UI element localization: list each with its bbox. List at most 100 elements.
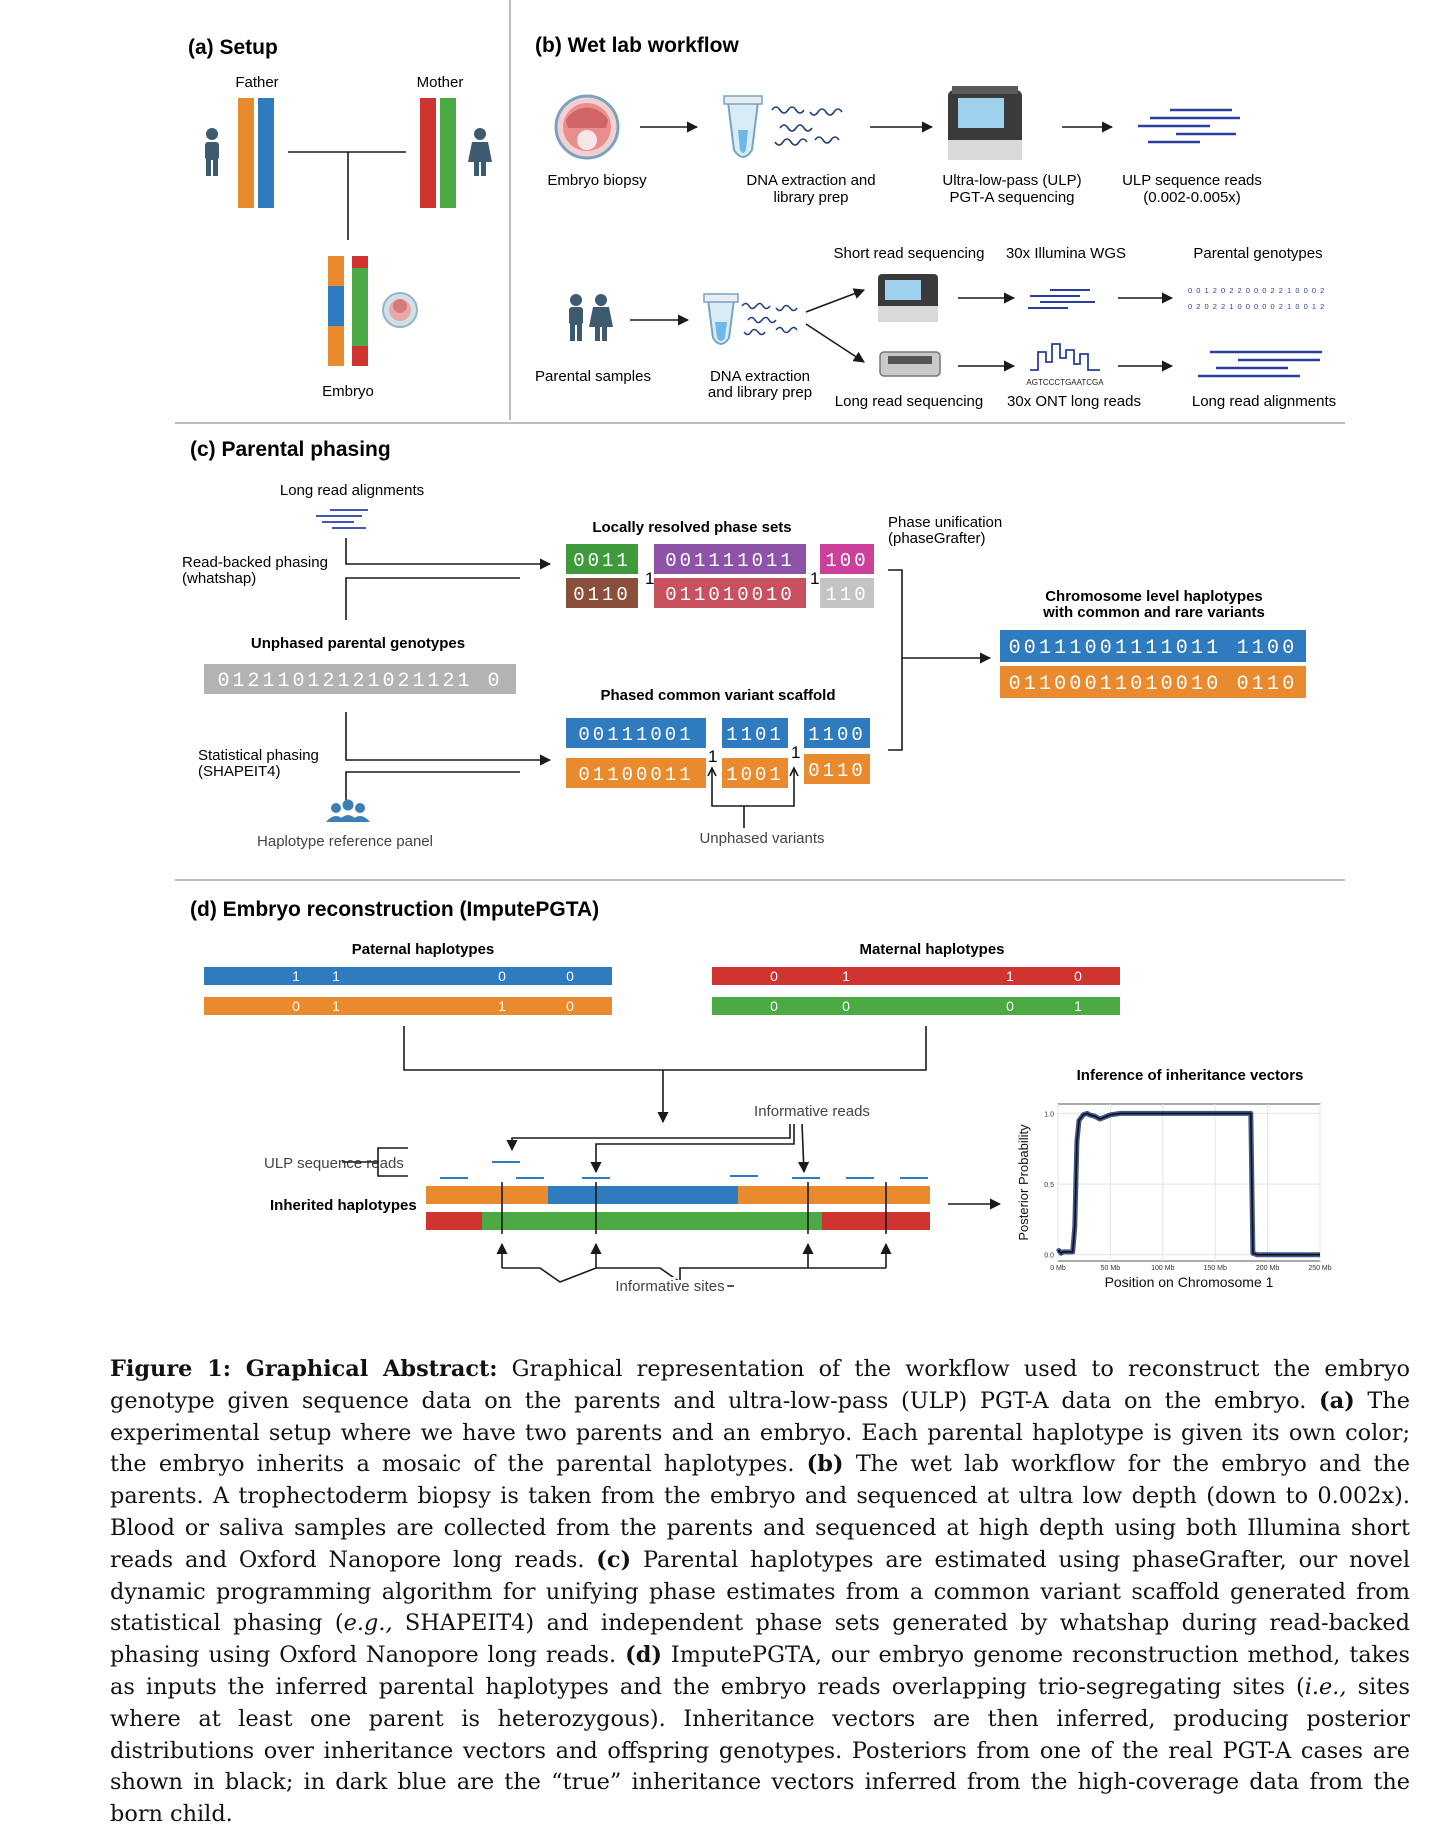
- chrom-haplotypes-title-1: Chromosome level haplotypes: [1045, 588, 1263, 605]
- tube-icon: [723, 95, 763, 158]
- paternal-haplotype-blue: [204, 967, 612, 985]
- long-alignments-label: Long read alignments: [1192, 393, 1336, 410]
- panel-d-embryo-reconstruction: (d) Embryo reconstruction (ImputePGTA) P…: [190, 898, 1332, 1298]
- switch-marker-4: 1: [791, 743, 800, 762]
- ulp-reads-label-d: ULP sequence reads: [264, 1155, 404, 1172]
- paternal-title: Paternal haplotypes: [352, 941, 495, 958]
- chart-title: Inference of inheritance vectors: [1077, 1067, 1304, 1084]
- embryo-biopsy-label: Embryo biopsy: [547, 172, 647, 189]
- scaffold-2-bottom: [722, 758, 788, 788]
- inherited-haplotypes: [426, 1186, 930, 1230]
- x-tick-label: 0 Mb: [1050, 1265, 1066, 1272]
- chrom-haplotype-top: [1000, 630, 1306, 662]
- caption-ie: i.e.,: [1304, 1673, 1347, 1700]
- unphased-genotypes-text: 01211012121021121 0: [217, 670, 502, 693]
- maternal-haplotype-red: [712, 967, 1120, 985]
- phase-set-1-top-text: 0011: [573, 550, 631, 572]
- genotype-row-2: 0 2 0 2 2 1 0 0 0 0 0 2 1 0 0 1 2: [1188, 302, 1325, 311]
- read-backed-label-2: (whatshap): [182, 570, 256, 587]
- sequencer-icon: [948, 86, 1022, 160]
- nanopore-signal-icon: [1030, 343, 1100, 371]
- tube-icon-2: [703, 293, 739, 345]
- local-phase-sets-title: Locally resolved phase sets: [592, 519, 791, 536]
- father-icon: [205, 128, 219, 176]
- mat-top-1: 1: [842, 968, 850, 984]
- scaffold-2-top: [722, 718, 788, 748]
- father-label: Father: [235, 74, 278, 91]
- father-haplotype-blue: [258, 98, 274, 208]
- caption-p3: The wet lab workflow for the embryo and …: [110, 1451, 1410, 1573]
- panel-b-wet-lab: (b) Wet lab workflow Embryo biopsy DNA e…: [535, 34, 1336, 410]
- switch-marker-3: 1: [708, 747, 717, 766]
- unphased-variants-label: Unphased variants: [699, 830, 824, 847]
- caption-c: (c): [596, 1546, 632, 1573]
- pat-top-3: 0: [566, 968, 574, 984]
- caption-b: (b): [806, 1451, 844, 1478]
- chrom-haplotype-top-text: 00111001111011 1100: [1009, 637, 1298, 660]
- short-read-sequencer-icon: [878, 274, 938, 322]
- caption-d: (d): [625, 1642, 662, 1669]
- panel-b-title: (b) Wet lab workflow: [535, 34, 739, 57]
- unphased-genotypes-title: Unphased parental genotypes: [251, 635, 465, 652]
- dna-fragments-icon-2: [741, 302, 798, 336]
- phase-set-1-bottom-text: 0110: [573, 584, 631, 606]
- mat-bottom-2: 0: [1006, 998, 1014, 1014]
- long-read-label: Long read sequencing: [835, 393, 983, 410]
- long-read-alignments-icon: [316, 509, 368, 529]
- dna-extraction-label-2: library prep: [773, 189, 848, 206]
- dna-fragments-icon: [771, 106, 843, 146]
- caption-p2: The experimental setup where we have two…: [110, 1387, 1410, 1478]
- scaffold-3-bottom: [804, 754, 870, 784]
- mat-top-2: 1: [1006, 968, 1014, 984]
- ulp-sequencing-label-2: PGT-A sequencing: [949, 189, 1074, 206]
- mother-label: Mother: [417, 74, 464, 91]
- scaffold-1-top: [566, 718, 706, 748]
- y-tick-label: 0.5: [1044, 1182, 1054, 1189]
- x-tick-label: 200 Mb: [1256, 1265, 1279, 1272]
- phase-set-3-bottom-text: 110: [825, 584, 868, 606]
- phase-set-2-bottom: [654, 578, 806, 608]
- scaffold-1-bottom: [566, 758, 706, 788]
- panel-c-parental-phasing: (c) Parental phasing Long read alignment…: [182, 438, 1306, 850]
- x-tick-label: 150 Mb: [1204, 1265, 1227, 1272]
- pat-bottom-0: 0: [292, 998, 300, 1014]
- unification-label-1: Phase unification: [888, 514, 1002, 531]
- mother-icon: [468, 128, 492, 176]
- scaffold-2-bottom-text: 1001: [726, 764, 784, 786]
- dna-sequence-text: AGTCCCTGAATCGA: [1026, 378, 1104, 387]
- posterior-line: [1057, 1112, 1320, 1256]
- scaffold-2-top-text: 1101: [726, 724, 784, 746]
- embryo-biopsy-icon: [554, 94, 620, 160]
- phase-set-1-top: [566, 544, 638, 574]
- paternal-haplotype-orange: [204, 997, 612, 1015]
- pat-top-0: 1: [292, 968, 300, 984]
- panel-a-setup: (a) Setup Father Mother: [188, 36, 492, 400]
- embryo-icon: [382, 292, 418, 328]
- read-backed-label-1: Read-backed phasing: [182, 554, 328, 571]
- mat-bottom-0: 0: [770, 998, 778, 1014]
- parents-icon: [569, 294, 613, 341]
- y-axis-label: Posterior Probability: [1016, 1124, 1031, 1241]
- scaffold-1-top-text: 00111001: [578, 724, 693, 746]
- caption-p4: Parental haplotypes are estimated using …: [110, 1546, 1410, 1637]
- inherited-label: Inherited haplotypes: [270, 1197, 417, 1214]
- switch-marker-2: 1: [810, 569, 819, 588]
- chrom-haplotype-bottom-text: 01100011010010 0110: [1009, 673, 1298, 696]
- chrom-haplotype-bottom: [1000, 666, 1306, 698]
- mat-bottom-1: 0: [842, 998, 850, 1014]
- caption-p6: ImputePGTA, our embryo genome reconstruc…: [110, 1642, 1410, 1700]
- statistical-phasing-label-2: (SHAPEIT4): [198, 763, 281, 780]
- unification-label-2: (phaseGrafter): [888, 530, 986, 547]
- long-read-sequencer-icon: [879, 351, 941, 377]
- unphased-variants-bracket: [711, 768, 795, 828]
- parental-samples-label: Parental samples: [535, 368, 651, 385]
- caption-label: Figure 1: Graphical Abstract:: [110, 1356, 498, 1382]
- illumina-label: 30x Illumina WGS: [1006, 245, 1126, 262]
- ulp-reads-label-2: (0.002-0.005x): [1143, 189, 1241, 206]
- parental-genotypes-label: Parental genotypes: [1193, 245, 1322, 262]
- dna-extraction-label-1: DNA extraction and: [746, 172, 875, 189]
- short-read-label: Short read sequencing: [834, 245, 985, 262]
- ont-label: 30x ONT long reads: [1007, 393, 1141, 410]
- figure-caption: Figure 1: Graphical Abstract: Graphical …: [110, 1354, 1410, 1831]
